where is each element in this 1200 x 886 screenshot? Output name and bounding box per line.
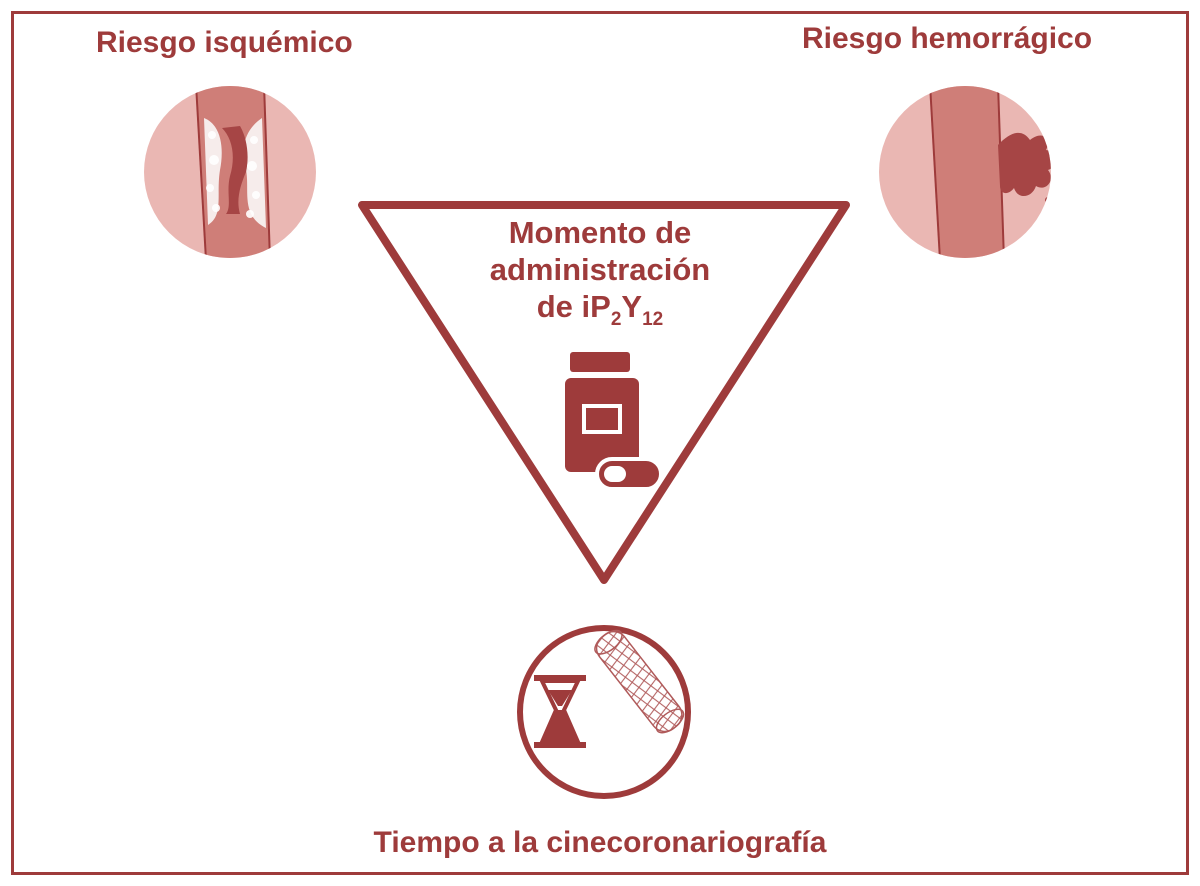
stent-icon <box>594 629 685 734</box>
stenosed-vessel-icon <box>144 86 316 258</box>
center-title-line2: administración <box>489 252 711 287</box>
medicine-bottle-icon <box>565 352 639 472</box>
bleeding-vessel-icon <box>879 86 1051 258</box>
subscript-12: 12 <box>642 309 664 330</box>
capsule-icon <box>595 457 663 491</box>
subscript-2: 2 <box>610 309 622 330</box>
hourglass-icon <box>534 675 586 748</box>
center-title-prefix: de iP <box>536 289 611 324</box>
center-title-line3: de iP2Y12 <box>400 288 800 329</box>
time-to-angiography-label: Tiempo a la cinecoronariografía <box>373 826 827 859</box>
center-title-y: Y <box>621 289 643 324</box>
diagram-frame <box>11 11 1189 875</box>
ischemic-risk-label: Riesgo isquémico <box>96 26 353 59</box>
hemorrhagic-risk-label: Riesgo hemorrágico <box>802 22 1093 55</box>
center-title-line1: Momento de <box>508 215 692 250</box>
